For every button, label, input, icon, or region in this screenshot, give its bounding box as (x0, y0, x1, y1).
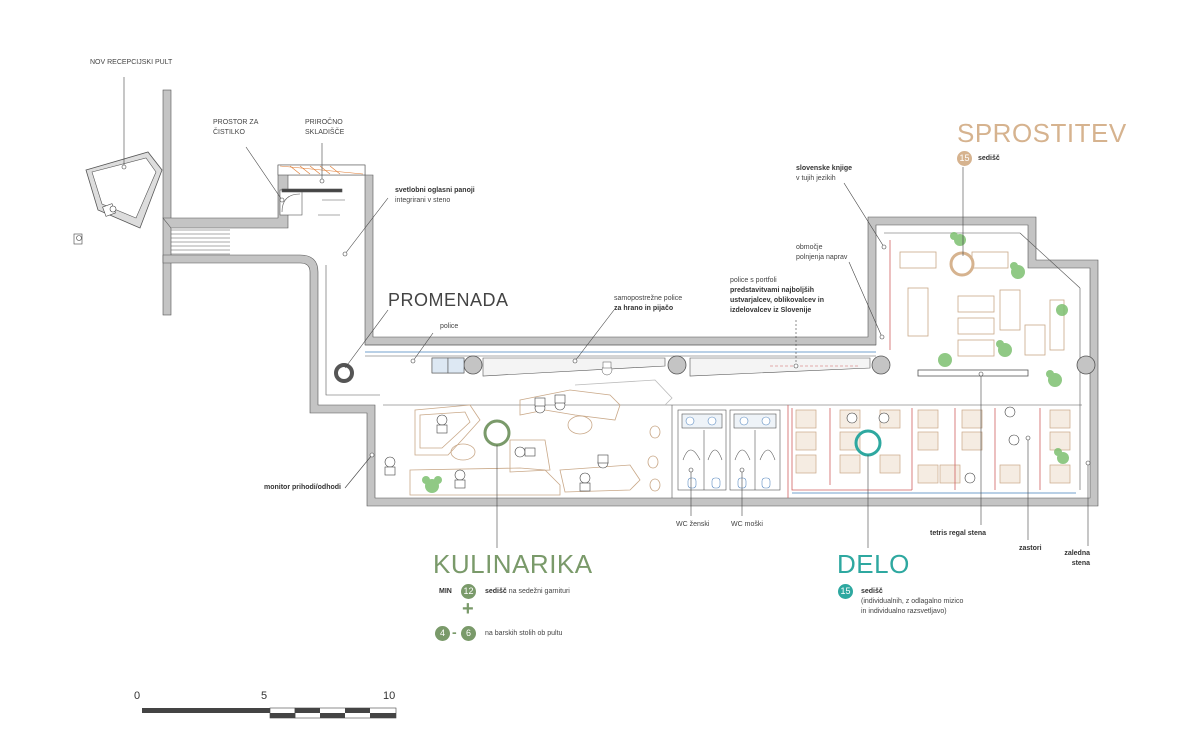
label-line-bold: sedišč (861, 588, 883, 595)
label-line: ustvarjalcev, oblikovalcev in (730, 296, 824, 306)
delo-count-text: sedišč (individualnih, z odlagalno mizic… (861, 587, 963, 617)
columns (463, 355, 1096, 375)
kulinarika-range-to: 6 (461, 626, 476, 641)
label-line: predstavitvami najboljših (730, 286, 824, 296)
scale-label-10: 10 (383, 690, 396, 702)
label-police-portfoli: police s portfoli predstavitvami najbolj… (730, 276, 824, 316)
scale-label-0: 0 (134, 690, 141, 702)
label-line-bold: sedišč (485, 588, 507, 595)
label-line: svetlobni oglasni panoji (395, 186, 475, 196)
label-line: slovenske knjige (796, 164, 852, 174)
label-line-bold: zastori (1019, 545, 1042, 552)
sprostitev-furniture (899, 251, 1065, 377)
label-line: SKLADIŠČE (305, 129, 345, 136)
reception-desk (73, 151, 163, 245)
people-figures (384, 394, 609, 492)
wc-rooms (677, 409, 781, 491)
title-sprostitev: SPROSTITEV (957, 118, 1127, 148)
label-line-bold: tetris regal stena (930, 530, 987, 537)
kulinarika-count-badge: 12 (461, 584, 476, 599)
kulinarika-range-sep: - (452, 624, 458, 640)
label-zastori: zastori (1019, 544, 1042, 554)
kulinarika-marker (483, 419, 511, 447)
label-line: PROSTOR ZA (213, 119, 259, 126)
title-kulinarika: KULINARIKA (433, 549, 593, 579)
label-svetlobni-panoji: svetlobni oglasni panoji integrirani v s… (395, 186, 475, 206)
label-wc-zenski: WC ženski (676, 521, 710, 528)
sprostitev-count-badge: 15 (957, 151, 972, 166)
scale-label-5: 5 (261, 690, 268, 702)
label-line: zaledna (1052, 549, 1090, 559)
label-obmocje-polnjenja: območje polnjenja naprav (796, 243, 847, 263)
label-line-bold: MIN (439, 588, 452, 595)
label-line: v tujih jezikih (796, 175, 836, 182)
title-promenada: PROMENADA (388, 290, 509, 310)
promenada-marker (334, 363, 354, 383)
delo-count-badge: 15 (838, 584, 853, 599)
label-line: na sedežni garnituri (508, 588, 570, 595)
label-line-bold: zaledna (1064, 550, 1090, 557)
label-line-bold: svetlobni oglasni panoji (395, 187, 475, 194)
label-prostor-za-cistilko: PROSTOR ZA ČISTILKO (213, 118, 258, 138)
scale-bar (142, 707, 397, 719)
label-line-bold: sedišč (978, 155, 1000, 162)
label-line: polnjenja naprav (796, 254, 848, 261)
kulinarika-range-from: 4 (435, 626, 450, 641)
label-tetris-regal: tetris regal stena (930, 529, 986, 539)
label-wc-moski: WC moški (731, 521, 763, 528)
label-line: integrirani v steno (395, 197, 451, 204)
label-line-bold: slovenske knjige (796, 165, 853, 172)
leader-lines (121, 77, 1091, 548)
label-line: (individualnih, z odlagalno mizico (861, 598, 964, 605)
label-monitor: monitor prihodi/odhodi (264, 483, 341, 493)
title-delo: DELO (837, 549, 910, 579)
label-line: samopostrežne police (614, 295, 683, 302)
building-walls (162, 89, 1099, 507)
label-prirocno-skladisce: PRIROČNO SKLADIŠČE (305, 118, 344, 138)
label-line-bold: stena (1071, 560, 1090, 567)
label-line-bold: predstavitvami najboljših (730, 287, 815, 294)
kulinarika-min: MIN (439, 587, 452, 597)
label-line: za hrano in pijačo (614, 304, 682, 314)
label-line: območje (796, 244, 823, 251)
plant (422, 476, 442, 493)
sprostitev-marker (949, 251, 975, 277)
label-zaledna-stena: zaledna stena (1052, 549, 1090, 569)
label-line: police s portfoli (730, 277, 777, 284)
kulinarika-furniture (409, 379, 673, 496)
sprostitev-count-text: sedišč (978, 154, 1000, 164)
label-police: police (440, 323, 459, 330)
delo-workstations (795, 409, 1071, 484)
label-line: sedišč (861, 587, 963, 597)
kulinarika-range-text: na barskih stolih ob pultu (485, 630, 563, 637)
label-line-bold: ustvarjalcev, oblikovalcev in (730, 297, 825, 304)
kulinarika-plus: + (462, 598, 475, 620)
label-line: izdelovalcev iz Slovenije (730, 306, 824, 316)
label-line-bold: izdelovalcev iz Slovenije (730, 307, 812, 314)
label-line: in individualno razsvetljavo) (861, 608, 947, 615)
label-line: PRIROČNO (305, 119, 343, 126)
label-samopostrezne-police: samopostrežne police za hrano in pijačo (614, 294, 682, 314)
label-slovenske-knjige: slovenske knjige v tujih jezikih (796, 164, 852, 184)
label-nov-recepcijski-pult: NOV RECEPCIJSKI PULT (90, 59, 173, 66)
plants-sprostitev (938, 232, 1068, 387)
label-line-bold: za hrano in pijačo (614, 305, 674, 312)
label-line: stena (1052, 559, 1090, 569)
label-line: ČISTILKO (213, 129, 245, 136)
label-line-bold: monitor prihodi/odhodi (264, 484, 341, 491)
kulinarika-count-text: sedišč na sedežni garnituri (485, 587, 570, 597)
